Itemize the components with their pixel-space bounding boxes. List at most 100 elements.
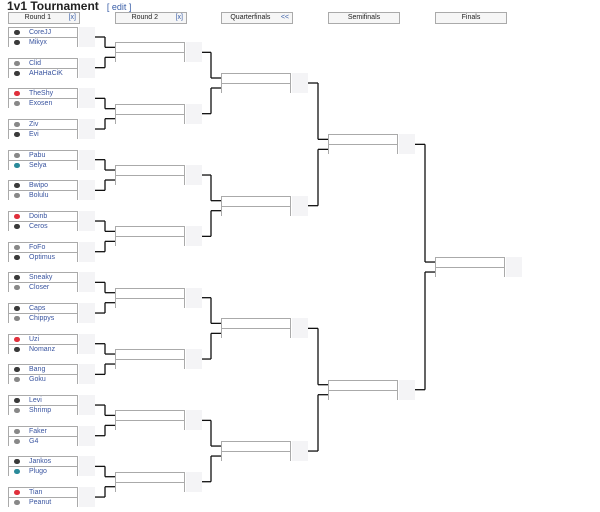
match-slot[interactable] xyxy=(221,73,291,83)
match-slot[interactable]: Doinb xyxy=(8,211,78,222)
round-header-1: Round 2 [x] xyxy=(115,12,187,24)
match-slot[interactable]: Selya xyxy=(8,159,78,170)
match-slot[interactable] xyxy=(221,441,291,452)
match-slot[interactable] xyxy=(115,297,185,308)
player-name: Goku xyxy=(29,376,46,384)
round-label: Quarterfinals xyxy=(230,14,271,21)
match-slot[interactable] xyxy=(115,471,185,482)
match-slot[interactable] xyxy=(115,42,185,53)
round-toggle[interactable]: [x] xyxy=(68,14,76,21)
team-logo-icon xyxy=(14,285,20,291)
round-toggle[interactable]: [x] xyxy=(175,14,183,21)
match-slot[interactable]: CoreJJ xyxy=(8,27,78,37)
edit-link[interactable]: [ edit ] xyxy=(106,2,132,12)
match-slot[interactable] xyxy=(221,195,291,206)
match-slot[interactable] xyxy=(221,83,291,93)
match-slot[interactable]: Tian xyxy=(8,487,78,498)
match-slot[interactable]: Bolulu xyxy=(8,190,78,201)
match-slot[interactable]: Plugo xyxy=(8,466,78,477)
team-logo-icon xyxy=(14,377,20,383)
round-header-3: Semifinals xyxy=(328,12,400,24)
round-label: Round 2 xyxy=(131,14,159,21)
match-slot[interactable]: Closer xyxy=(8,282,78,293)
team-logo-icon xyxy=(14,306,20,312)
match-slot[interactable] xyxy=(221,328,291,339)
player-name: Jankos xyxy=(29,458,52,466)
score-column xyxy=(506,257,522,278)
match-slot[interactable] xyxy=(328,144,398,155)
match-slot[interactable]: Clid xyxy=(8,57,78,68)
match-slot[interactable]: Exosen xyxy=(8,98,78,109)
score-column xyxy=(79,27,95,47)
score-column xyxy=(79,303,95,324)
match-slot[interactable] xyxy=(115,481,185,492)
match-slot[interactable] xyxy=(115,113,185,124)
match-slot[interactable]: Shrimp xyxy=(8,405,78,416)
match-slot[interactable] xyxy=(115,165,185,175)
match-slot[interactable]: Nomanz xyxy=(8,343,78,354)
team-logo-icon xyxy=(14,459,20,465)
match-slot[interactable] xyxy=(115,175,185,185)
match-slot[interactable] xyxy=(221,451,291,462)
match-slot[interactable] xyxy=(115,410,185,421)
score-column xyxy=(399,134,415,155)
team-logo-icon xyxy=(14,91,20,97)
match-slot[interactable] xyxy=(328,379,398,390)
round-toggle[interactable]: << xyxy=(280,14,289,21)
team-logo-icon xyxy=(14,438,20,444)
match-slot[interactable]: Mikyx xyxy=(8,37,78,47)
match-slot[interactable]: Jankos xyxy=(8,456,78,467)
match-slot[interactable]: AHaHaCiK xyxy=(8,67,78,78)
match-slot[interactable]: TheShy xyxy=(8,88,78,99)
match-slot[interactable] xyxy=(115,103,185,114)
round-label: Round 1 xyxy=(24,14,52,21)
match-slot[interactable] xyxy=(328,389,398,400)
team-logo-icon xyxy=(14,132,20,137)
match-slot[interactable] xyxy=(328,134,398,145)
score-column xyxy=(292,195,308,216)
match-slot[interactable]: Chippys xyxy=(8,313,78,324)
match-slot[interactable] xyxy=(221,318,291,329)
match-slot[interactable]: Ziv xyxy=(8,119,78,129)
match-slot[interactable]: Bang xyxy=(8,364,78,375)
match-slot[interactable]: FoFo xyxy=(8,241,78,252)
player-name: Sneaky xyxy=(29,274,53,282)
match-slot[interactable] xyxy=(115,52,185,63)
match-slot[interactable] xyxy=(435,267,505,278)
match-slot[interactable] xyxy=(115,420,185,431)
match-slot[interactable]: Bwipo xyxy=(8,180,78,191)
match-slot[interactable]: Sneaky xyxy=(8,272,78,283)
match-slot[interactable]: Ceros xyxy=(8,221,78,232)
score-column xyxy=(79,180,95,201)
team-logo-icon xyxy=(14,162,20,168)
match-slot[interactable]: Evi xyxy=(8,129,78,139)
score-column xyxy=(79,119,95,139)
match-slot[interactable]: Pabu xyxy=(8,149,78,160)
match-r3-3 xyxy=(221,318,308,339)
match-slot[interactable] xyxy=(435,257,505,268)
player-name: Ceros xyxy=(29,223,48,231)
match-slot[interactable]: Uzi xyxy=(8,333,78,344)
match-slot[interactable]: Levi xyxy=(8,395,78,406)
match-slot[interactable]: G4 xyxy=(8,435,78,446)
match-slot[interactable]: Caps xyxy=(8,303,78,314)
match-slot[interactable] xyxy=(115,359,185,370)
player-name: Optimus xyxy=(29,253,56,261)
round-header-2: Quarterfinals << xyxy=(221,12,293,24)
match-slot[interactable] xyxy=(115,236,185,247)
match-slot[interactable]: Faker xyxy=(8,425,78,436)
match-slot[interactable] xyxy=(115,349,185,360)
player-name: AHaHaCiK xyxy=(29,69,63,77)
player-name: Bwipo xyxy=(29,182,49,190)
match-slot[interactable]: Goku xyxy=(8,374,78,385)
player-name: Peanut xyxy=(29,499,52,507)
player-name: Bolulu xyxy=(29,192,49,200)
match-slot[interactable]: Peanut xyxy=(8,497,78,508)
match-slot[interactable]: Optimus xyxy=(8,251,78,262)
team-logo-icon xyxy=(14,336,20,342)
match-slot[interactable] xyxy=(221,205,291,216)
team-logo-icon xyxy=(14,346,20,352)
team-logo-icon xyxy=(14,224,20,230)
match-slot[interactable] xyxy=(115,287,185,298)
match-slot[interactable] xyxy=(115,226,185,237)
